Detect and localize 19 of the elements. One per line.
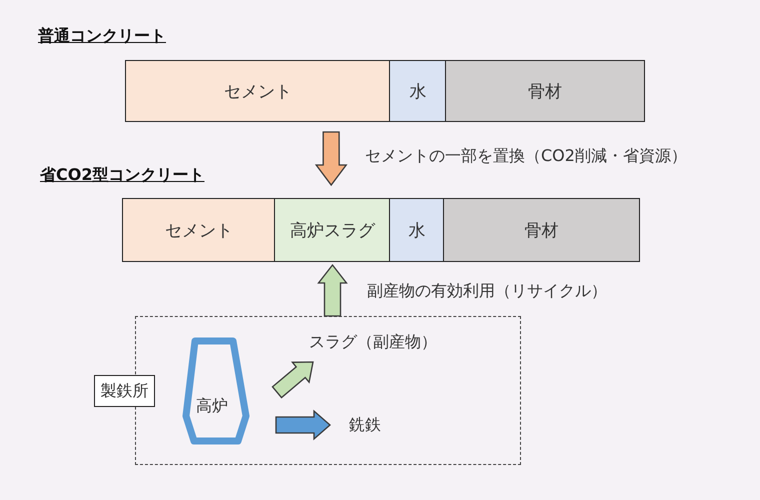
block-arrow: [314, 131, 348, 186]
section-heading: 普通コンクリート: [38, 26, 166, 47]
block-arrow: [275, 410, 331, 440]
furnace-label: 高炉: [196, 396, 228, 417]
section-heading: 省CO2型コンクリート: [40, 165, 204, 186]
label-box: 製鉄所: [94, 375, 155, 407]
edge-label: セメントの一部を置換（CO2削減・省資源）: [365, 146, 687, 167]
bar-segment: 高炉スラグ: [274, 198, 391, 262]
bar-segment: 水: [389, 198, 445, 262]
node-text: スラグ（副産物）: [309, 332, 437, 353]
bar-segment: 水: [389, 60, 447, 122]
bar-segment: 骨材: [445, 60, 645, 122]
block-arrow: [317, 264, 348, 317]
bar-segment: 骨材: [443, 198, 640, 262]
block-arrow: [272, 361, 314, 399]
bar-segment: セメント: [125, 60, 391, 122]
node-text: 銑鉄: [349, 415, 381, 436]
edge-label: 副産物の有効利用（リサイクル）: [367, 281, 607, 302]
bar-segment: セメント: [122, 198, 276, 262]
